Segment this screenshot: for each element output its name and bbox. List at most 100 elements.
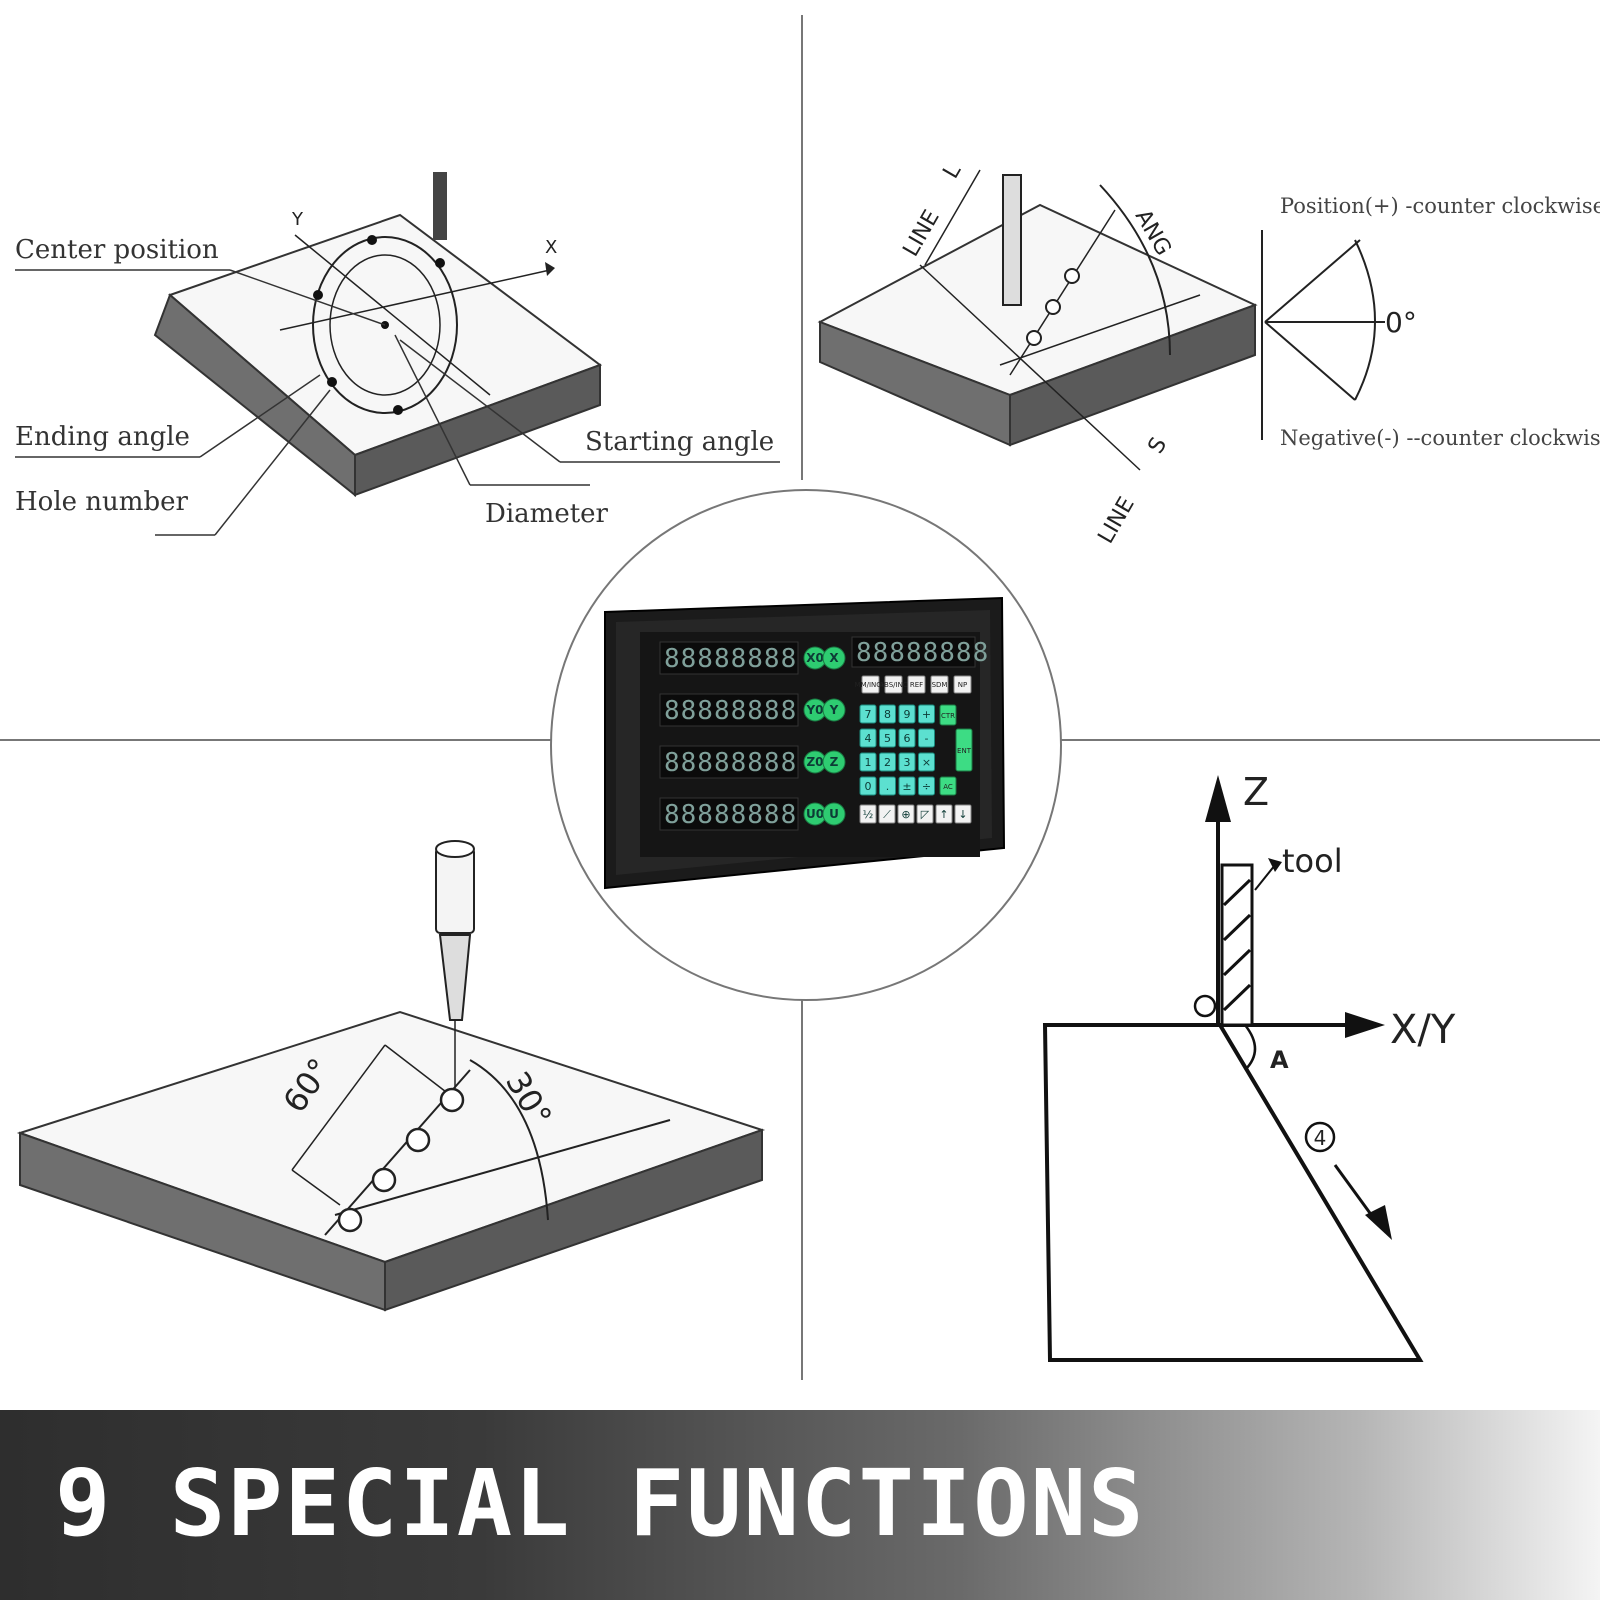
angled-holes-diagram: 60° 30° [16,840,766,1312]
svg-text:Z: Z [830,755,839,769]
keypad-key-8[interactable]: 1 [859,752,877,772]
plate-side-right [384,1128,763,1312]
svg-text:±: ± [902,780,911,793]
bottom-banner: 9 SPECIAL FUNCTIONS [0,1410,1600,1600]
func-key-ref[interactable]: REF [907,675,926,694]
tool-tip-marker [1193,994,1217,1018]
line-holes [1026,268,1080,346]
svg-text:+: + [922,708,931,721]
tool-hatch [1222,878,1252,1012]
xy-arrowhead [1345,1012,1385,1038]
label-l: L [939,159,967,183]
svg-text:3: 3 [904,756,911,769]
quadrant-dividers [0,15,1600,1380]
axis-display-x [659,641,799,675]
keypad-key-9[interactable]: 2 [879,752,896,772]
bottom-key-1[interactable]: ⟋ [878,804,896,824]
angled-holes [337,1087,465,1233]
axis-key-x[interactable]: X [822,646,846,670]
zero-key-x[interactable]: X0 [803,646,827,670]
label-z-axis: Z [1243,770,1269,814]
axis-display-u [659,797,799,831]
label-starting-angle: Starting angle [585,427,774,457]
svg-text:5: 5 [884,732,891,745]
keypad-key-4[interactable]: 4 [859,728,877,748]
axis-display-digits: 88888888 [664,696,797,726]
keypad-key-0[interactable]: 7 [859,704,877,724]
tool-body [1220,863,1254,1027]
svg-text:Z0: Z0 [806,755,823,769]
label-step-4: 4 [1314,1126,1327,1150]
label-position-positive: Position(+) -counter clockwise [1280,194,1600,218]
function-diagram-canvas: Center position Ending angle Hole number… [0,15,1600,1380]
axis-key-z[interactable]: Z [822,750,846,774]
zero-key-y[interactable]: Y0 [803,698,827,722]
svg-text:9: 9 [904,708,911,721]
keypad-key-7[interactable]: - [918,728,935,748]
axis-x-label: X [545,237,557,258]
inner-circle [329,254,441,396]
end-mill-shank [435,847,475,934]
side-key-ent[interactable]: ENT [955,728,973,772]
svg-text:CTR: CTR [941,712,955,720]
keypad-key-10[interactable]: 3 [898,752,916,772]
svg-text:ENT: ENT [957,747,972,755]
axis-y-label: Y [291,209,304,230]
axis-display-digits: 88888888 [664,644,797,674]
axis-key-u[interactable]: U [822,802,846,826]
func-key-mm-inch[interactable]: MM/INCH [855,675,887,694]
side-key-ac[interactable]: AC [939,776,957,796]
func-key-sdm[interactable]: SDM [930,675,949,694]
end-mill [1002,174,1022,306]
keypad-key-5[interactable]: 5 [879,728,896,748]
svg-text:X0: X0 [806,651,824,665]
bolt-holes [313,235,445,415]
svg-text:6: 6 [904,732,911,745]
axis-display-digits: 88888888 [664,748,797,778]
line-hole-diagram: LINE L ANG LINE S Position(+) -counter c… [817,159,1600,548]
bottom-key-4[interactable]: ↑ [935,804,953,824]
label-s: S [1144,433,1173,458]
func-key-np[interactable]: NP [953,675,972,694]
keypad-key-6[interactable]: 6 [898,728,916,748]
svg-text:1: 1 [865,756,872,769]
zero-key-z[interactable]: Z0 [803,750,827,774]
svg-text:REF: REF [910,681,923,689]
label-negative: Negative(-) --counter clockwise [1280,426,1600,450]
bolt-circle [312,236,458,414]
keypad-key-12[interactable]: 0 [859,776,877,796]
svg-text:AC: AC [943,783,953,791]
keypad-key-3[interactable]: + [918,704,935,724]
bottom-key-0[interactable]: ½ [859,804,877,824]
svg-text:-: - [925,732,929,745]
label-diameter: Diameter [485,499,609,529]
func-key-abs-inc[interactable]: ABS/INC [879,675,908,694]
axis-key-y[interactable]: Y [822,698,846,722]
keypad-key-15[interactable]: ÷ [918,776,935,796]
step-marker [1304,1121,1336,1153]
svg-text:8: 8 [884,708,891,721]
label-zero-degree: 0° [1385,306,1417,339]
keypad-key-1[interactable]: 8 [879,704,896,724]
label-tool: tool [1282,842,1343,880]
svg-text:4: 4 [865,732,872,745]
bottom-key-5[interactable]: ↓ [954,804,972,824]
keypad-key-2[interactable]: 9 [898,704,916,724]
keypad-key-13[interactable]: . [879,776,896,796]
banner-title: 9 SPECIAL FUNCTIONS [55,1450,1146,1557]
svg-text:◸: ◸ [921,808,930,821]
svg-text:↓: ↓ [958,808,967,821]
chamfer-diagram: 4 Z tool X/Y A [1042,770,1456,1362]
svg-text:MM/INCH: MM/INCH [855,681,887,689]
keypad-key-11[interactable]: × [918,752,935,772]
svg-text:0: 0 [865,780,872,793]
bottom-key-3[interactable]: ◸ [916,804,934,824]
svg-text:Y0: Y0 [805,703,823,717]
svg-text:2: 2 [884,756,891,769]
bottom-key-2[interactable]: ⊕ [897,804,915,824]
keypad-key-14[interactable]: ± [898,776,916,796]
plate-side-right [354,363,601,497]
side-key-ctr[interactable]: CTR [939,704,957,726]
end-mill-flutes [438,934,472,1021]
